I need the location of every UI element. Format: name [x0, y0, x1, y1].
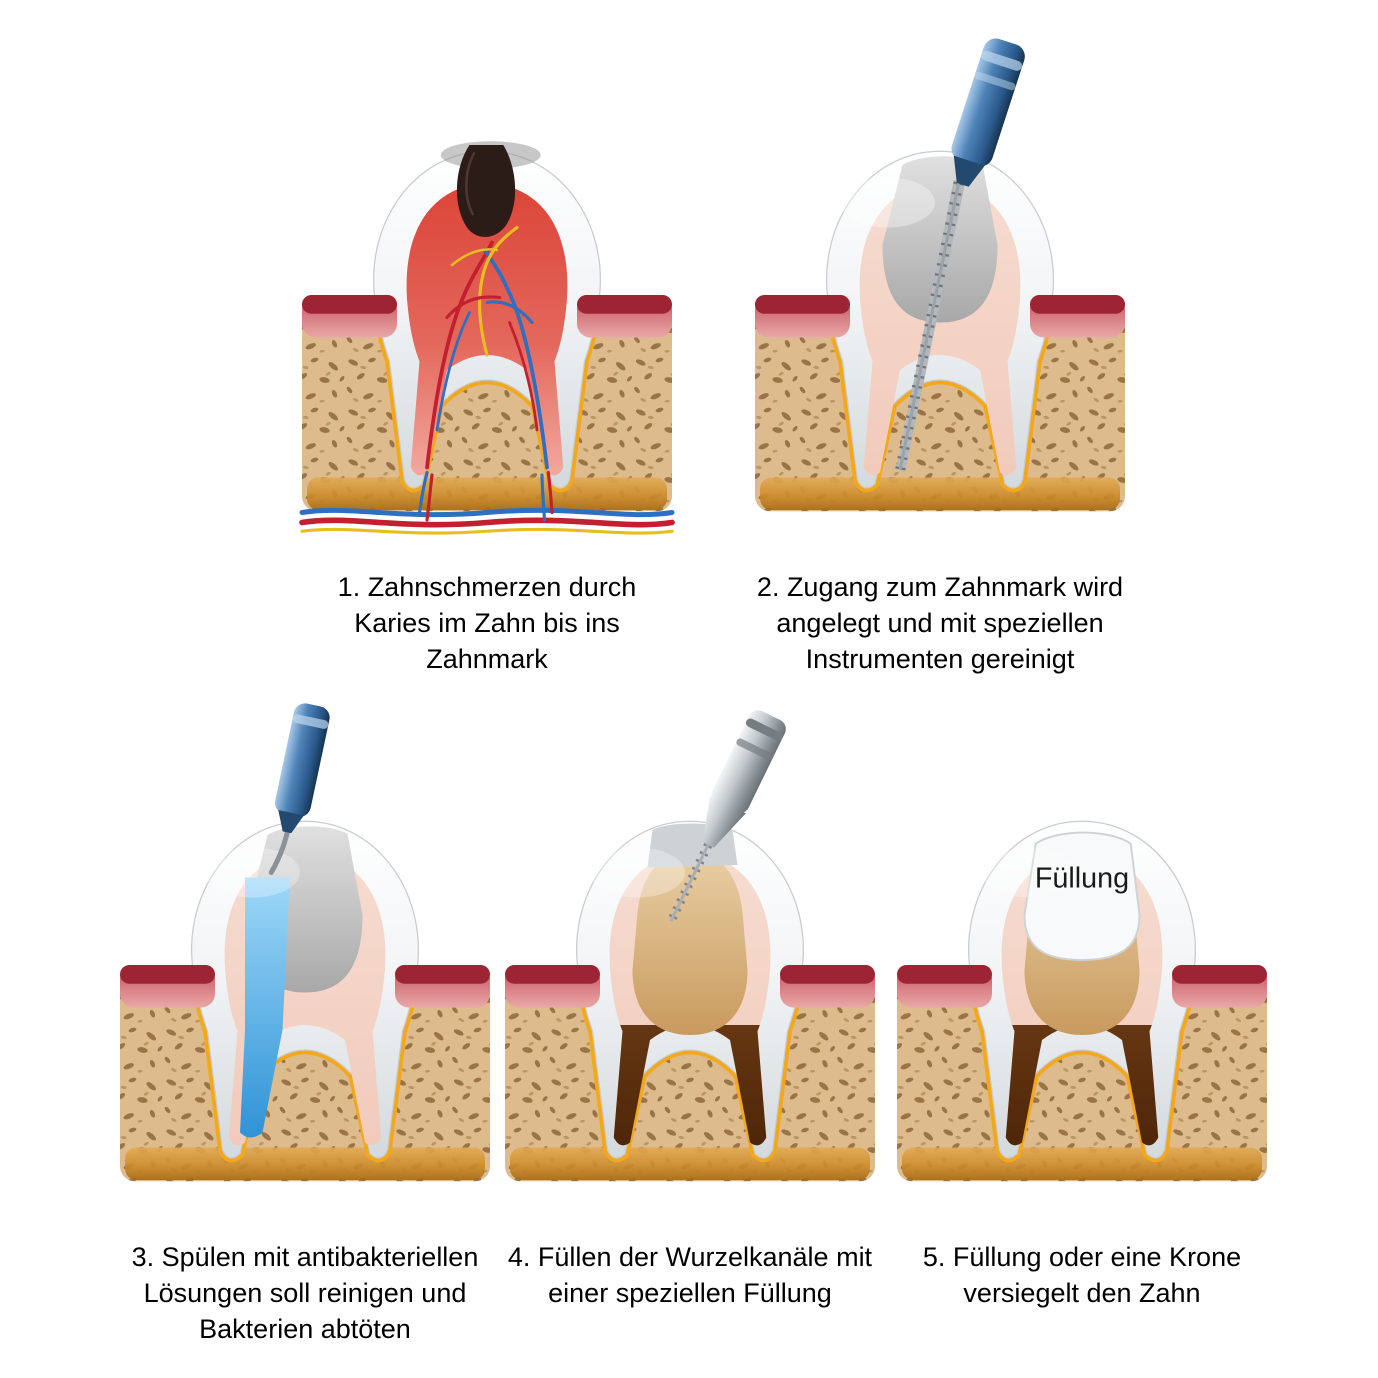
caption-line: 3. Spülen mit antibakteriellen — [131, 1242, 479, 1272]
pulp-blood-vessels — [425, 225, 549, 470]
caption-line: einer speziellen Füllung — [548, 1278, 832, 1308]
caption-line: versiegelt den Zahn — [963, 1278, 1201, 1308]
step-5-caption: 5. Füllung oder eine Krone versiegelt de… — [923, 1239, 1241, 1311]
caption-line: Bakterien abtöten — [199, 1314, 411, 1344]
step-2-panel: 2. Zugang zum Zahnmark wird angelegt und… — [710, 30, 1170, 677]
caption-line: 5. Füllung oder eine Krone — [922, 1242, 1242, 1272]
blood-vessels-bottom — [299, 470, 675, 535]
step-3-illustration — [105, 703, 505, 1225]
caries-lesion — [440, 141, 541, 237]
filling-label: Füllung — [1035, 863, 1129, 895]
caption-line: 1. Zahnschmerzen durch — [337, 572, 637, 602]
step-3-caption: 3. Spülen mit antibakteriellen Lösungen … — [132, 1239, 479, 1347]
caption-line: Instrumenten gereinigt — [805, 644, 1075, 674]
filling-instrument — [668, 710, 786, 922]
irrigation-instrument — [268, 703, 330, 875]
step-1-panel: 1. Zahnschmerzen durch Karies im Zahn bi… — [257, 30, 717, 677]
antibacterial-solution — [240, 877, 290, 1138]
endodontic-file-handle — [951, 38, 1025, 187]
caption-line: Zahnmark — [426, 644, 548, 674]
step-2-illustration — [740, 38, 1140, 555]
caption-line: angelegt und mit speziellen — [776, 608, 1104, 638]
step-5-panel: Füllung 5. Füllung oder eine Krone versi… — [852, 700, 1312, 1311]
caption-line: Karies im Zahn bis ins — [354, 608, 620, 638]
step-3-panel: 3. Spülen mit antibakteriellen Lösungen … — [75, 700, 535, 1347]
irrigation-handle — [274, 703, 330, 834]
step-1-illustration — [287, 141, 687, 535]
caption-line: 2. Zugang zum Zahnmark wird — [756, 572, 1124, 602]
step-4-panel: 4. Füllen der Wurzelkanäle mit einer spe… — [460, 700, 920, 1311]
step-4-illustration — [490, 710, 890, 1225]
step-5-illustration: Füllung — [882, 820, 1282, 1225]
step-2-caption: 2. Zugang zum Zahnmark wird angelegt und… — [757, 569, 1123, 677]
caption-line: 4. Füllen der Wurzelkanäle mit — [507, 1242, 873, 1272]
step-4-caption: 4. Füllen der Wurzelkanäle mit einer spe… — [508, 1239, 872, 1311]
step-1-caption: 1. Zahnschmerzen durch Karies im Zahn bi… — [338, 569, 637, 677]
endodontic-file — [895, 38, 1025, 473]
caption-line: Lösungen soll reinigen und — [143, 1278, 467, 1308]
